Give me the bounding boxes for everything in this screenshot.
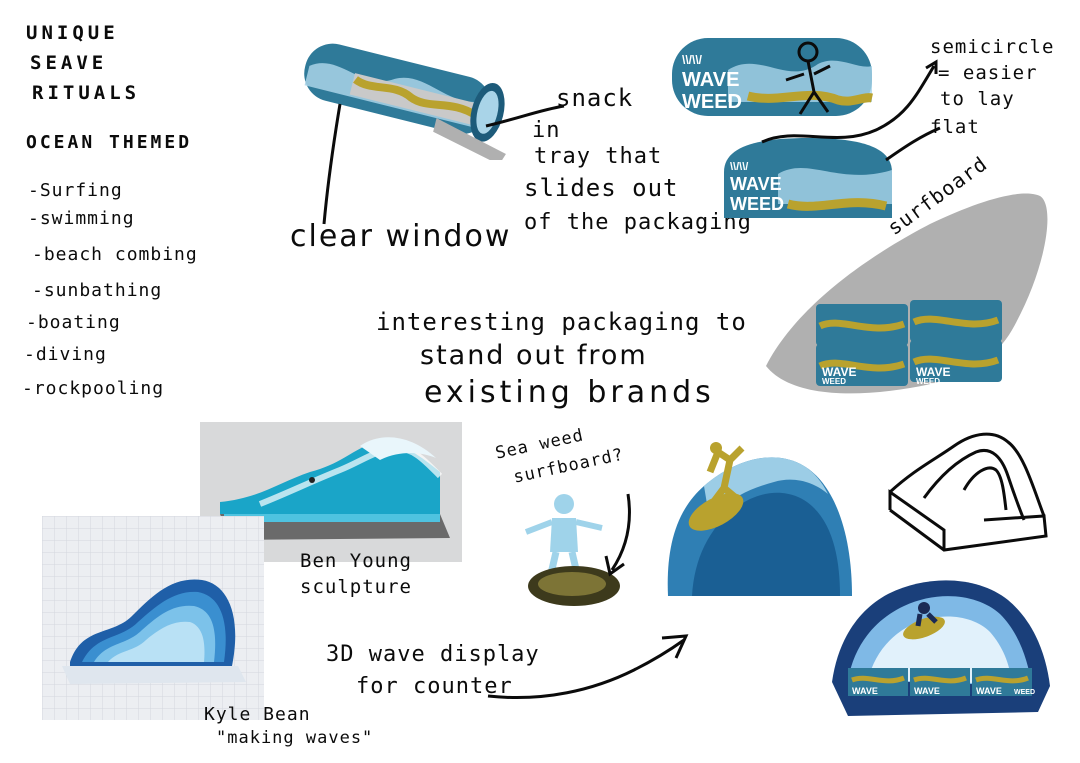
counter-wave-display-render: WAVE WAVE WAVE WEED: [832, 580, 1050, 716]
list-item-swimming: -swimming: [28, 208, 135, 229]
display-brand-4: WEED: [1014, 689, 1035, 696]
list-item-beachcombing: -beach combing: [32, 244, 198, 265]
brand-name-large-1: WAVE: [682, 69, 739, 91]
wave-surfer-illustration: [667, 442, 852, 596]
title-line-1: UNIQUE: [26, 22, 119, 44]
tray-brand-3: WAVE: [916, 365, 950, 379]
tray-brand-4: WEED: [916, 377, 940, 386]
display-label-1: 3D wave display: [326, 642, 540, 667]
surfboard-tray-with-packs: WAVE WEED WAVE WEED: [766, 193, 1048, 394]
list-item-boating: -boating: [26, 312, 121, 333]
snack-pointer-line: [485, 104, 565, 128]
snack-label-2: in: [532, 118, 561, 143]
clear-window-label: clear window: [290, 219, 512, 254]
display-brand-3: WAVE: [976, 686, 1002, 696]
display-brand-1: WAVE: [852, 686, 878, 696]
semicircle-label-1: semicircle: [930, 36, 1055, 58]
subtitle: OCEAN THEMED: [26, 132, 193, 153]
interesting-label-3: existing brands: [424, 375, 715, 410]
tray-brand-2: WEED: [822, 377, 846, 386]
ben-young-label-1: Ben Young: [300, 550, 412, 572]
title-line-2: SEAVE: [30, 52, 108, 74]
tray-brand-1: WAVE: [822, 365, 856, 379]
seaweed-surfboard-figure: [524, 494, 620, 606]
semicircle-label-3: to lay: [940, 88, 1015, 110]
display-label-2: for counter: [356, 674, 513, 699]
semicircle-label-2: = easier: [938, 62, 1038, 84]
ben-young-label-2: sculpture: [300, 576, 412, 598]
cylinder-pack-sketch: [304, 43, 506, 160]
snack-label-1: snack: [556, 84, 634, 112]
logo-mark-small: \\/\\/: [730, 161, 748, 173]
wave-display-outline-sketch: [888, 432, 1048, 552]
display-pointer-arrow: [487, 634, 689, 700]
brand-name-large-2: WEED: [682, 91, 742, 113]
clear-window-pointer-line: [322, 103, 342, 225]
seaweed-pointer-arrow: [604, 493, 631, 577]
semicircle-pointer-arrows: [761, 59, 941, 162]
display-brand-2: WAVE: [914, 686, 940, 696]
interesting-label-1: interesting packaging to: [376, 308, 747, 336]
kyle-bean-label-1: Kyle Bean: [204, 704, 311, 725]
list-item-diving: -diving: [24, 344, 107, 365]
semicircle-pack-large: \\/\\/ WAVE WEED: [672, 38, 873, 116]
list-item-surfing: -Surfing: [28, 180, 123, 201]
brand-name-small-1: WAVE: [730, 174, 782, 194]
semicircle-label-4: flat: [930, 116, 980, 138]
snack-label-3: tray that: [534, 144, 663, 169]
title-line-3: RITUALS: [32, 82, 141, 104]
kyle-bean-making-waves-photo: [42, 516, 264, 720]
logo-mark-large: \\/\\/: [682, 53, 703, 67]
snack-label-4: slides out: [524, 174, 679, 202]
kyle-bean-label-2: "making waves": [216, 728, 374, 748]
brand-name-small-2: WEED: [730, 194, 784, 214]
semicircle-pack-small: \\/\\/ WAVE WEED: [724, 138, 892, 218]
list-item-rockpooling: -rockpooling: [22, 378, 165, 399]
snack-label-5: of the packaging: [524, 210, 752, 235]
list-item-sunbathing: -sunbathing: [32, 280, 163, 301]
interesting-label-2: stand out from: [420, 340, 648, 371]
